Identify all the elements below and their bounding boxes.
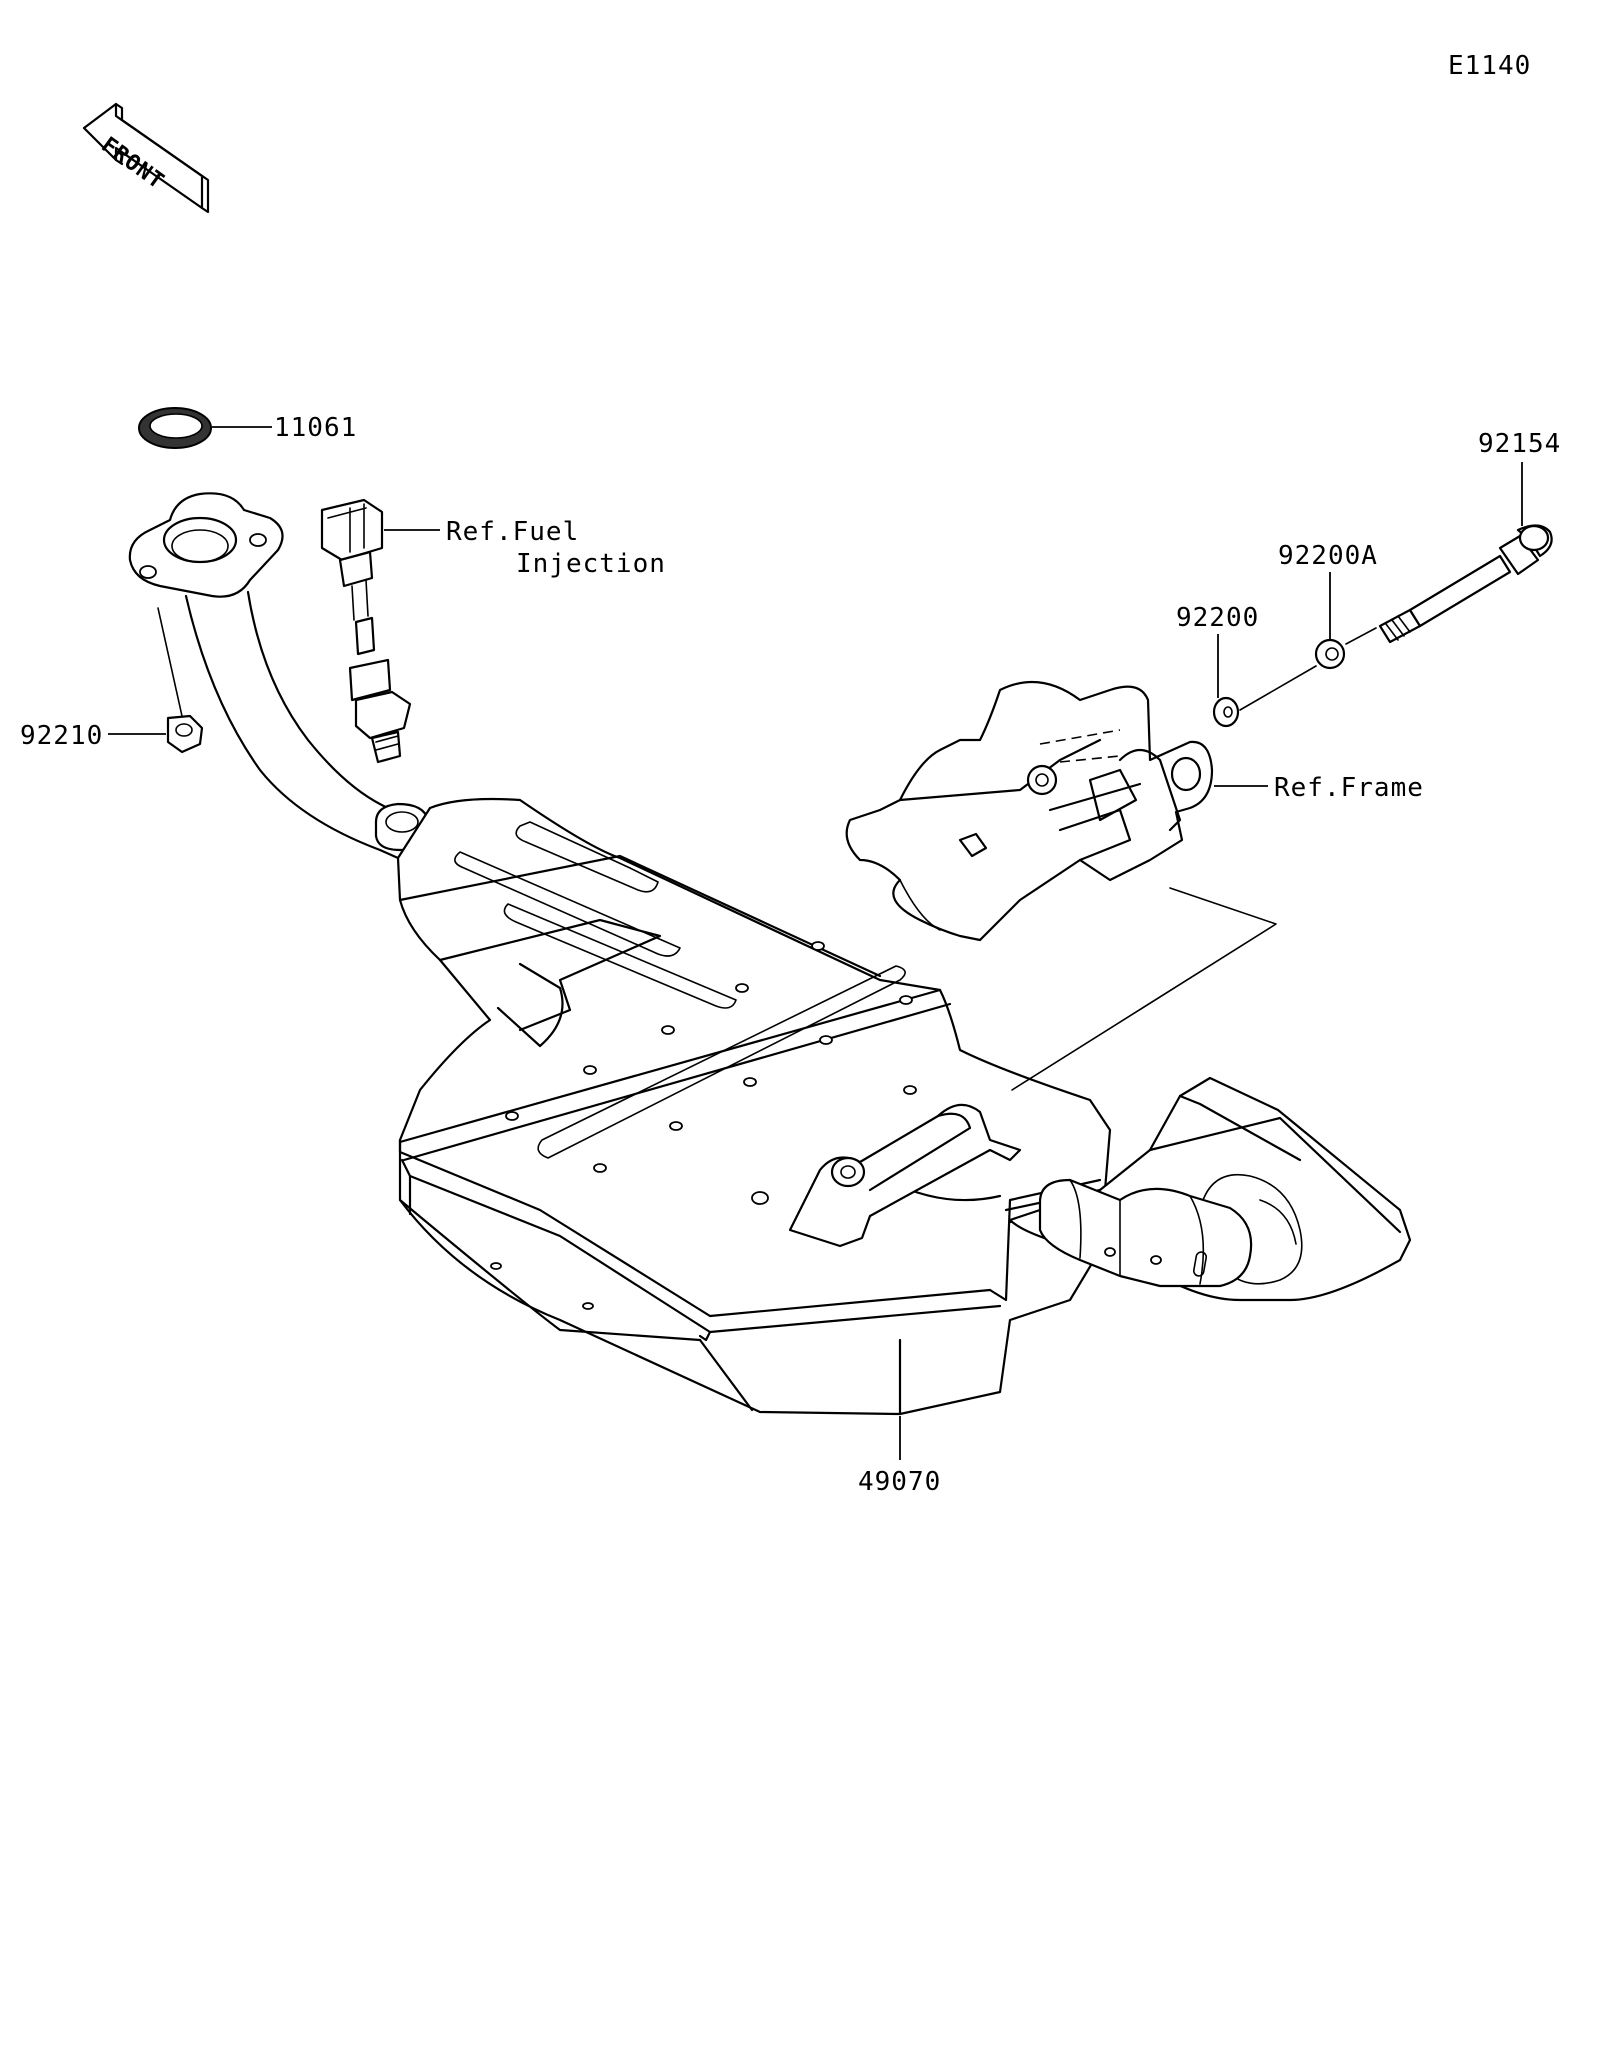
- oxygen-sensor: [320, 498, 412, 764]
- bolt-axis-line-2: [1345, 627, 1377, 645]
- exhaust-head-pipe: [184, 590, 400, 860]
- ref-frame-label: Ref.Frame: [1274, 773, 1424, 803]
- diagram-code: E1140: [1448, 51, 1531, 81]
- frame-bracket: [845, 680, 1214, 942]
- bolt-axis-line-1: [1239, 665, 1317, 711]
- front-arrow-icon: FRONT: [82, 102, 210, 214]
- washer-92200: [1212, 696, 1240, 728]
- nut-92210: [166, 714, 204, 754]
- hanger-align-line: [1011, 887, 1277, 1091]
- part-label-92200A: 92200A: [1278, 541, 1378, 571]
- muffler-hanger: [788, 1103, 1022, 1248]
- muffler-rivets: [490, 941, 917, 1310]
- part-label-92154: 92154: [1478, 429, 1561, 459]
- exhaust-flange: [128, 492, 284, 598]
- ref-injection-label: Injection: [516, 549, 666, 579]
- stud-line: [157, 607, 183, 717]
- part-label-92200: 92200: [1176, 603, 1259, 633]
- bolt-92154: [1378, 524, 1553, 644]
- part-label-92210: 92210: [20, 721, 103, 751]
- ref-fuel-label: Ref.Fuel: [446, 517, 579, 547]
- part-label-49070: 49070: [858, 1467, 941, 1497]
- lock-washer-92200A: [1314, 638, 1346, 670]
- muffler-outlet: [1008, 1076, 1412, 1302]
- muffler-49070: [396, 797, 1412, 1416]
- gasket-11061: [138, 407, 212, 449]
- part-label-11061: 11061: [274, 413, 357, 443]
